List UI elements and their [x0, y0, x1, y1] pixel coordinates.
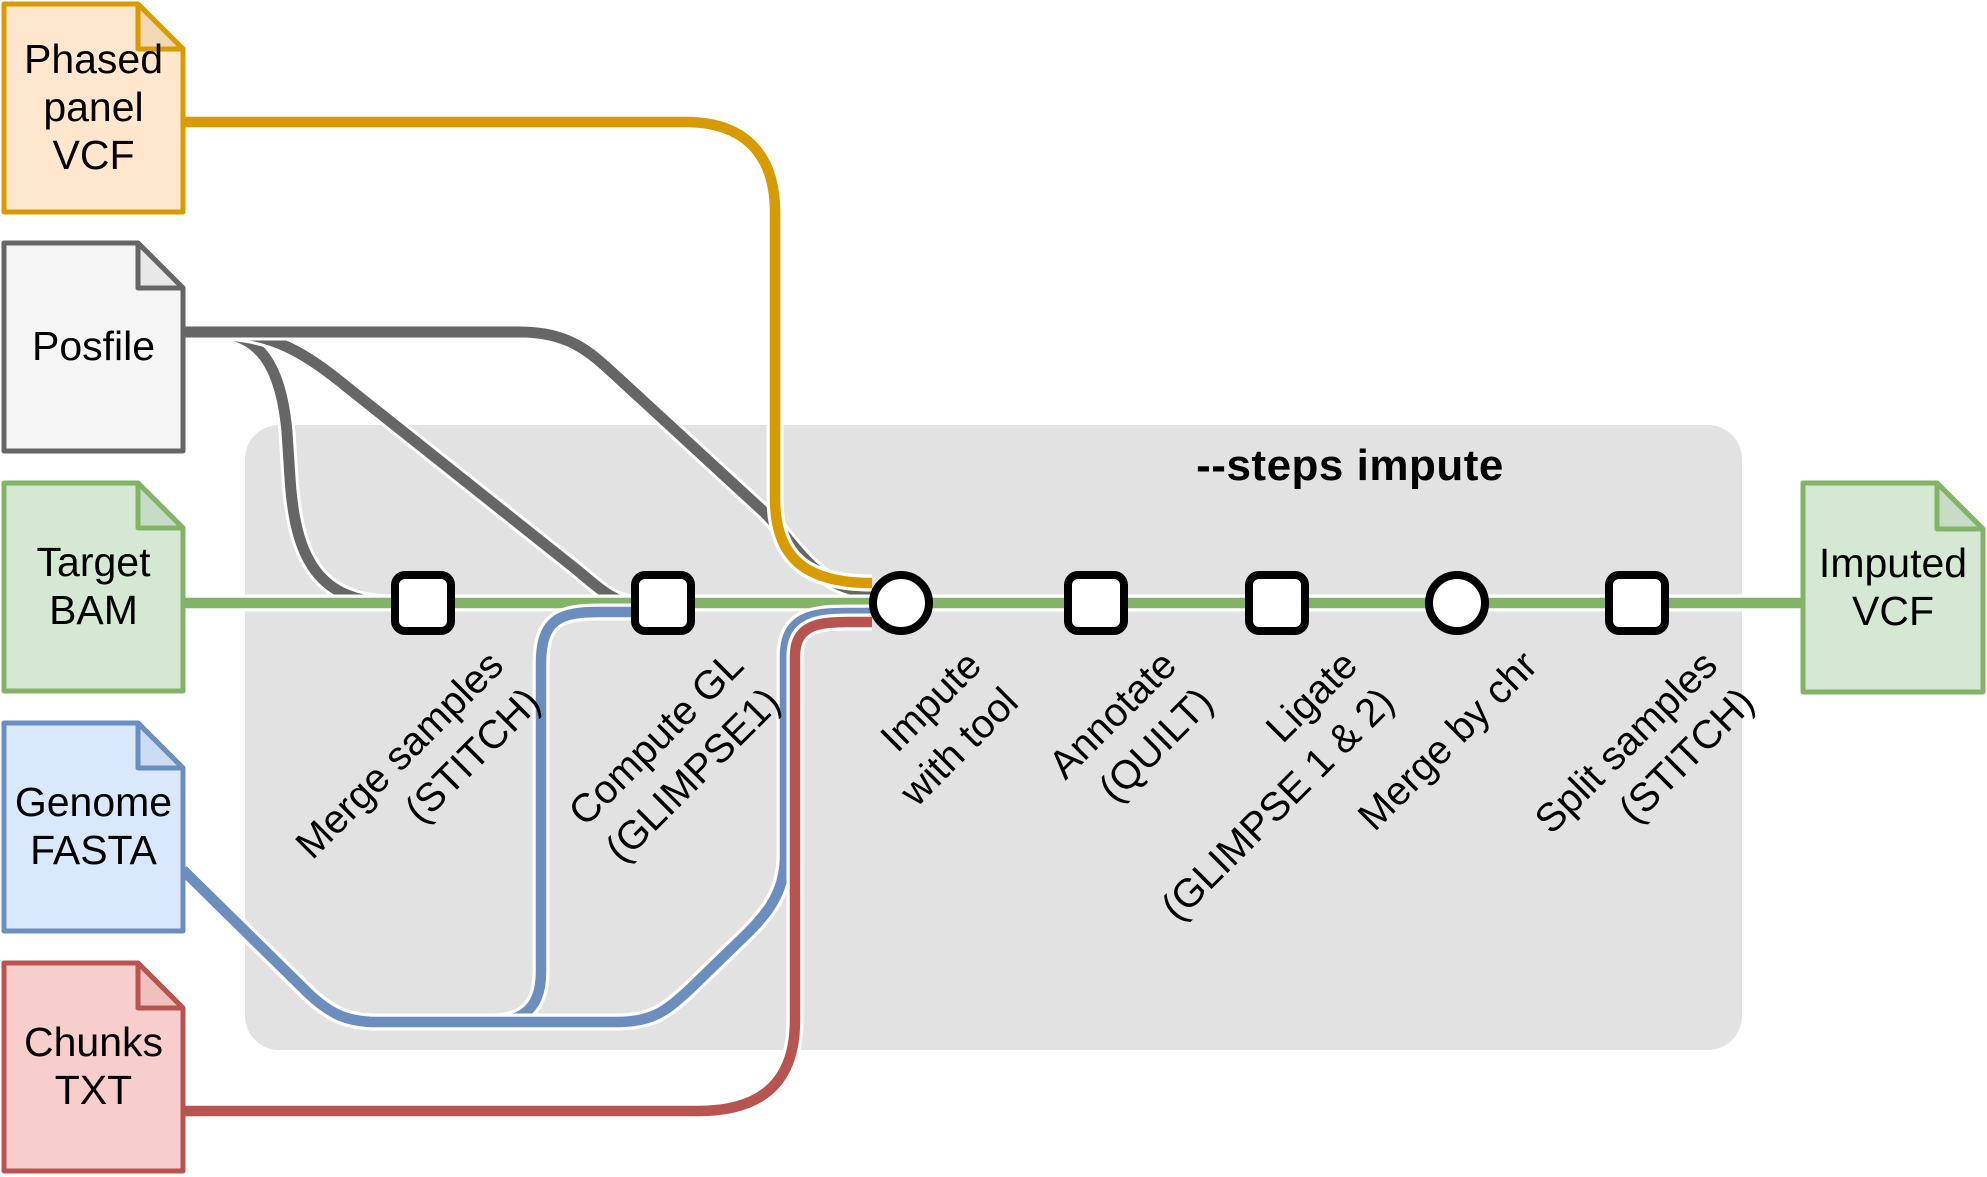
edge-chunks-txt-to-impute	[183, 613, 872, 1120]
edge-genome-fasta-to-impute	[177, 604, 872, 1031]
step-node-split-samples	[1605, 571, 1669, 635]
file-node-phased-panel-vcf	[1, 1, 186, 215]
file-node-imputed-vcf	[1800, 480, 1986, 695]
folded-corner-icon	[135, 480, 186, 531]
step-node-annotate	[1064, 571, 1128, 635]
folded-corner-icon	[135, 1, 186, 52]
edge-phased-panel-to-impute	[183, 113, 873, 592]
steps-impute-box	[245, 425, 1742, 1050]
folded-corner-icon	[135, 960, 186, 1011]
step-node-compute-gl	[631, 571, 695, 635]
file-label-phased-panel-vcf: Phased panel VCF	[23, 36, 164, 178]
file-label-chunks-txt: Chunks TXT	[23, 1019, 163, 1113]
steps-impute-title: --steps impute	[1196, 441, 1504, 490]
file-node-posfile	[1, 240, 186, 454]
step-node-merge-by-chr	[1425, 571, 1489, 635]
folded-corner-icon	[135, 240, 186, 291]
folded-corner-icon	[135, 720, 186, 771]
step-node-impute	[869, 571, 933, 635]
file-node-chunks-txt	[1, 960, 186, 1174]
file-label-imputed-vcf: Imputed VCF	[1818, 539, 1968, 634]
file-node-genome-fasta	[1, 720, 186, 934]
step-node-merge-samples	[391, 571, 455, 635]
file-label-posfile: Posfile	[31, 323, 156, 370]
file-label-target-bam: Target BAM	[36, 539, 151, 633]
file-node-target-bam	[1, 480, 186, 694]
folded-corner-icon	[1934, 480, 1986, 532]
step-node-ligate	[1245, 571, 1309, 635]
file-label-genome-fasta: Genome FASTA	[14, 779, 173, 873]
